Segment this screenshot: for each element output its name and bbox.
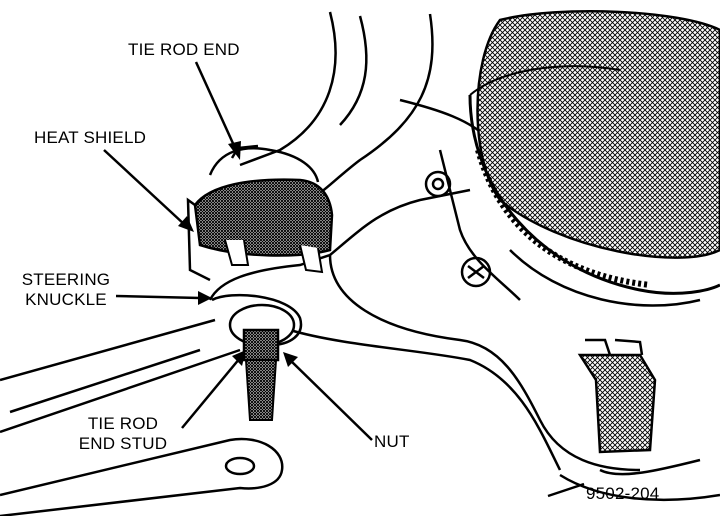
lower-bar [0, 437, 284, 516]
upper-control-arm [239, 11, 491, 202]
tie-rod-end-stud-label-line1: TIE ROD [87, 414, 159, 433]
steering-knuckle-label: STEERING KNUCKLE [16, 270, 116, 310]
leader-lines [103, 61, 585, 498]
sensor-bracket [577, 338, 657, 454]
tie-rod-end-stud-label: TIE ROD END STUD [68, 414, 178, 454]
heat-shield [186, 178, 334, 282]
tie-rod-end-label: TIE ROD END [128, 40, 240, 59]
brake-rotor [468, 10, 720, 307]
tie-rod-end-stud-label-line2: END STUD [78, 434, 168, 453]
steering-knuckle-label-line2: KNUCKLE [25, 290, 107, 309]
steering-knuckle-label-line1: STEERING [21, 270, 111, 289]
tie-rod-end-stud [228, 303, 296, 421]
steering-knuckle-body [208, 149, 720, 502]
tie-rod [0, 318, 241, 434]
nut-label: NUT [374, 432, 410, 451]
figure-number: 9502-204 [586, 484, 660, 503]
heat-shield-label: HEAT SHIELD [34, 128, 147, 147]
